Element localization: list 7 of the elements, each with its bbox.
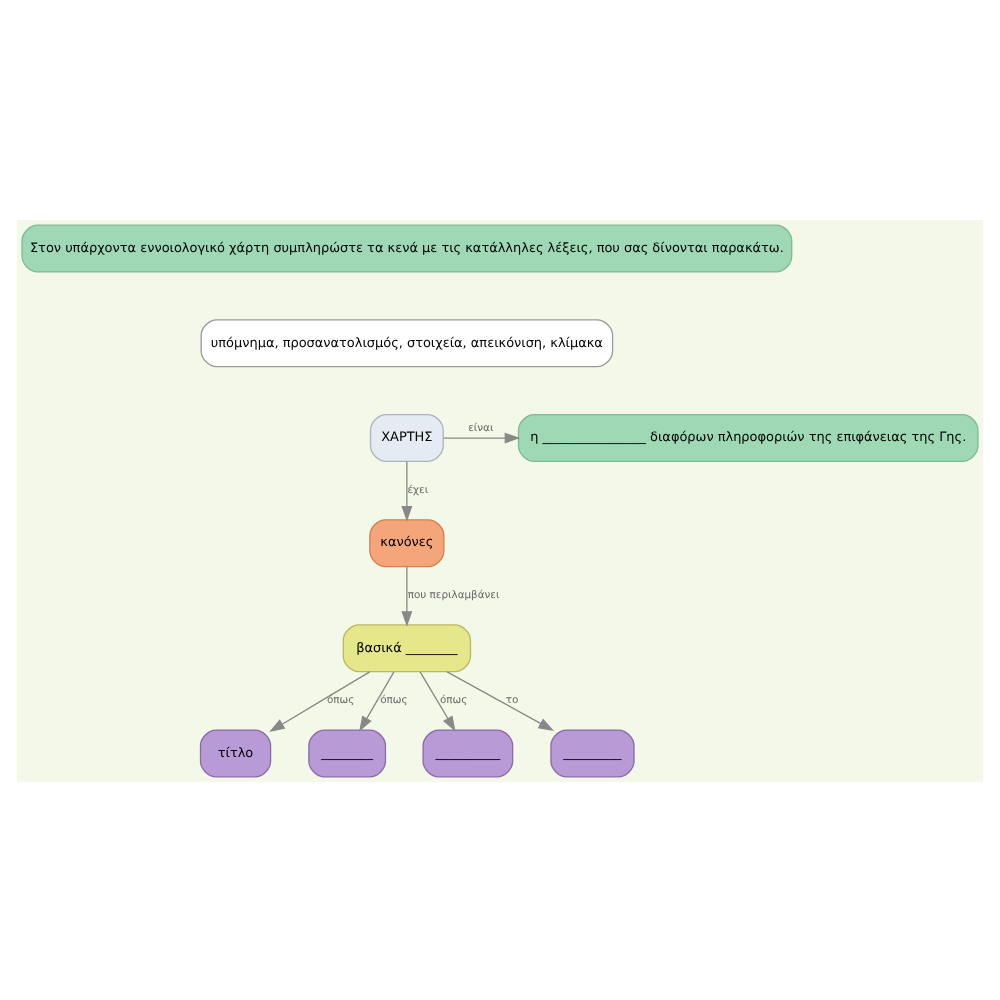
arrow <box>359 670 395 731</box>
arrow <box>446 670 554 730</box>
arrow <box>401 565 413 626</box>
arrow <box>401 459 413 521</box>
arrow <box>269 670 371 731</box>
arrow <box>419 670 456 731</box>
arrow <box>442 431 521 443</box>
